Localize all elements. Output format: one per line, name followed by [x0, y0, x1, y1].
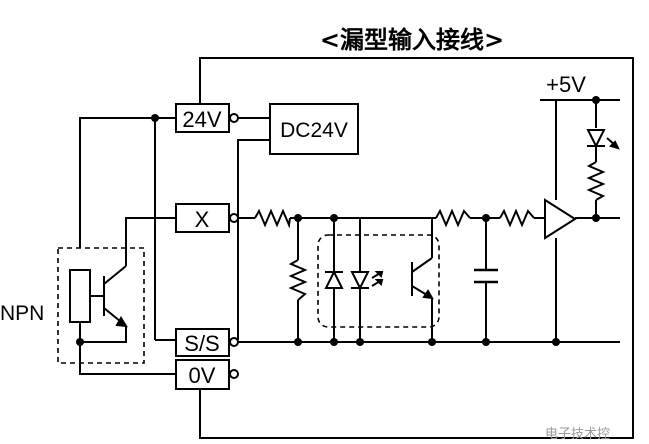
opto-diode-icon — [324, 269, 344, 289]
vcc-label: +5V — [546, 72, 586, 97]
terminal-0v: 0V — [175, 359, 230, 390]
terminal-24v-label: 24V — [182, 107, 221, 132]
power-supply-label: DC24V — [280, 119, 348, 142]
terminal-24v: 24V — [175, 103, 230, 133]
diagram-title: <漏型输入接线> — [320, 26, 504, 54]
npn-sensor-box — [57, 247, 145, 364]
terminal-ss: S/S — [175, 328, 230, 357]
buffer-amplifier-icon — [544, 198, 577, 240]
resistor-shunt — [288, 259, 308, 301]
capacitor — [474, 268, 498, 284]
output-led-icon — [586, 129, 620, 150]
plc-outline — [199, 57, 634, 439]
junction-dots — [76, 96, 600, 346]
resistor-led — [586, 161, 606, 201]
optocoupler-box — [317, 234, 440, 328]
watermark-text: 电子技术控 — [545, 427, 610, 442]
resistor-filter — [499, 208, 535, 228]
terminal-0v-label: 0V — [189, 363, 216, 388]
terminal-screws — [229, 113, 239, 379]
npn-label: NPN — [0, 302, 44, 325]
terminal-x-label: X — [195, 207, 210, 232]
terminal-ss-label: S/S — [184, 331, 219, 356]
power-supply-dc24v: DC24V — [269, 103, 359, 155]
npn-resistor-icon — [69, 269, 91, 323]
resistor-opto-output — [435, 208, 471, 228]
npn-transistor-icon — [80, 250, 128, 343]
resistor-input — [254, 208, 291, 229]
terminal-x: X — [175, 203, 230, 233]
opto-led-icon — [350, 271, 384, 291]
opto-phototransistor-icon — [411, 257, 434, 300]
